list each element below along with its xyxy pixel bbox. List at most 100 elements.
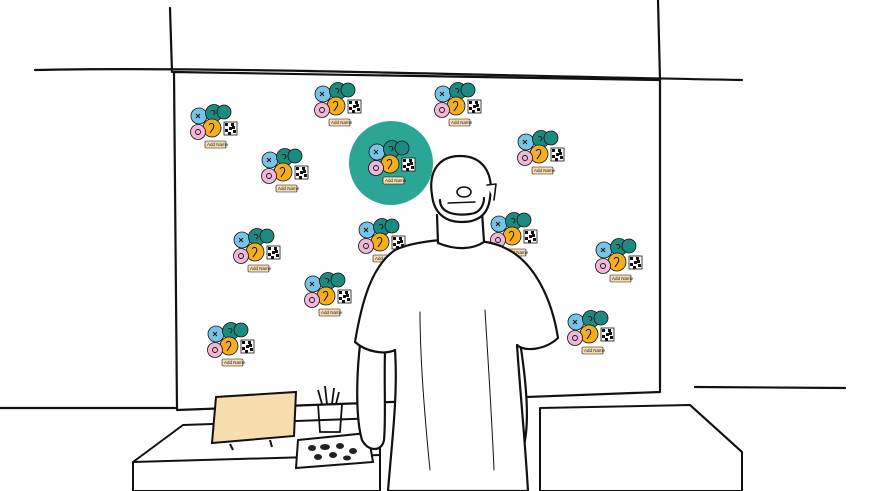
doodle-icon [386,158,393,170]
teal-sticker [216,104,232,120]
sticker-cluster: Add Name [233,228,281,273]
pink-sticker [517,150,533,166]
orange-sticker [326,96,346,116]
pink-sticker [233,248,249,264]
orange-sticker [245,242,265,262]
sticker-cluster: Add Name [517,130,565,175]
doodle-icon [266,173,272,179]
doodle-icon [572,335,578,341]
pink-sticker [207,342,223,358]
blue-sticker [358,221,376,239]
qr-code-icon [223,121,238,136]
qr-code-icon [266,245,281,260]
blue-sticker [434,85,452,103]
qr-code-icon [240,339,255,354]
teal-sticker [543,130,559,146]
doodle-icon [454,88,460,94]
pink-sticker [595,258,611,274]
doodle-icon [585,328,592,340]
doodle-icon [388,146,394,152]
qr-code-icon [401,157,416,172]
sticker-cluster: Add Name [368,140,416,185]
blue-sticker [233,231,251,249]
name-label: Add Name [318,308,343,317]
sticker-cluster: Add Name [304,272,352,317]
doodle-icon [210,110,216,116]
name-label-text: Add Name [250,266,272,271]
blue-sticker [595,241,613,259]
doodle-icon [439,91,445,97]
doodle-icon [508,230,515,242]
pink-sticker [190,124,206,140]
qr-code-icon [523,229,538,244]
doodle-icon [373,165,379,171]
doodle-icon [322,290,329,302]
qr-code-icon [347,99,362,114]
qr-code-icon [294,165,309,180]
doodle-icon [363,243,369,249]
pink-sticker [358,238,374,254]
orange-sticker [579,324,599,344]
orange-sticker [446,96,466,116]
teal-sticker [593,310,609,326]
pink-sticker [304,292,320,308]
blue-sticker [368,143,386,161]
doodle-icon [227,328,233,334]
orange-sticker [219,336,239,356]
desk [132,404,743,491]
name-label: Add Name [247,264,272,273]
orange-sticker [316,286,336,306]
name-label-text: Add Name [224,360,246,365]
teal-sticker [340,82,356,98]
blue-sticker [490,215,508,233]
pink-sticker [368,160,384,176]
doodle-icon [535,148,542,160]
name-label: Add Name [581,346,606,355]
blue-sticker [517,133,535,151]
teal-sticker [384,218,400,234]
doodle-icon [537,136,543,142]
orange-sticker [607,252,627,272]
doodle-icon [225,340,232,352]
name-label: Add Name [221,358,246,367]
doodle-icon [613,256,620,268]
blue-sticker [567,313,585,331]
name-label: Add Name [448,118,473,127]
name-label-text: Add Name [331,120,353,125]
doodle-icon [510,218,516,224]
paper-pad [210,390,298,451]
doodle-icon [600,247,606,253]
doodle-icon [495,221,501,227]
sticker-cluster: Add Name [567,310,615,355]
doodle-icon [587,316,593,322]
doodle-icon [439,107,445,113]
name-label-text: Add Name [207,142,229,147]
orange-sticker [273,162,293,182]
doodle-icon [522,139,528,145]
doodle-icon [238,253,244,259]
blue-sticker [314,85,332,103]
doodle-icon [238,237,244,243]
pink-sticker [314,102,330,118]
name-label: Add Name [531,166,556,175]
doodle-icon [266,157,272,163]
orange-sticker [529,144,549,164]
sticker-cluster: Add Name [490,212,538,257]
pink-sticker [567,330,583,346]
teal-sticker [233,322,249,338]
qr-code-icon [467,99,482,114]
doodle-icon [332,100,339,112]
qr-code-icon [337,289,352,304]
teal-sticker [621,238,637,254]
doodle-icon [373,149,379,155]
name-label-text: Add Name [278,186,300,191]
teal-sticker [330,272,346,288]
name-label-text: Add Name [385,178,407,183]
person [353,154,560,491]
doodle-icon [572,319,578,325]
teal-sticker [259,228,275,244]
doodle-icon [212,347,218,353]
orange-sticker [380,154,400,174]
